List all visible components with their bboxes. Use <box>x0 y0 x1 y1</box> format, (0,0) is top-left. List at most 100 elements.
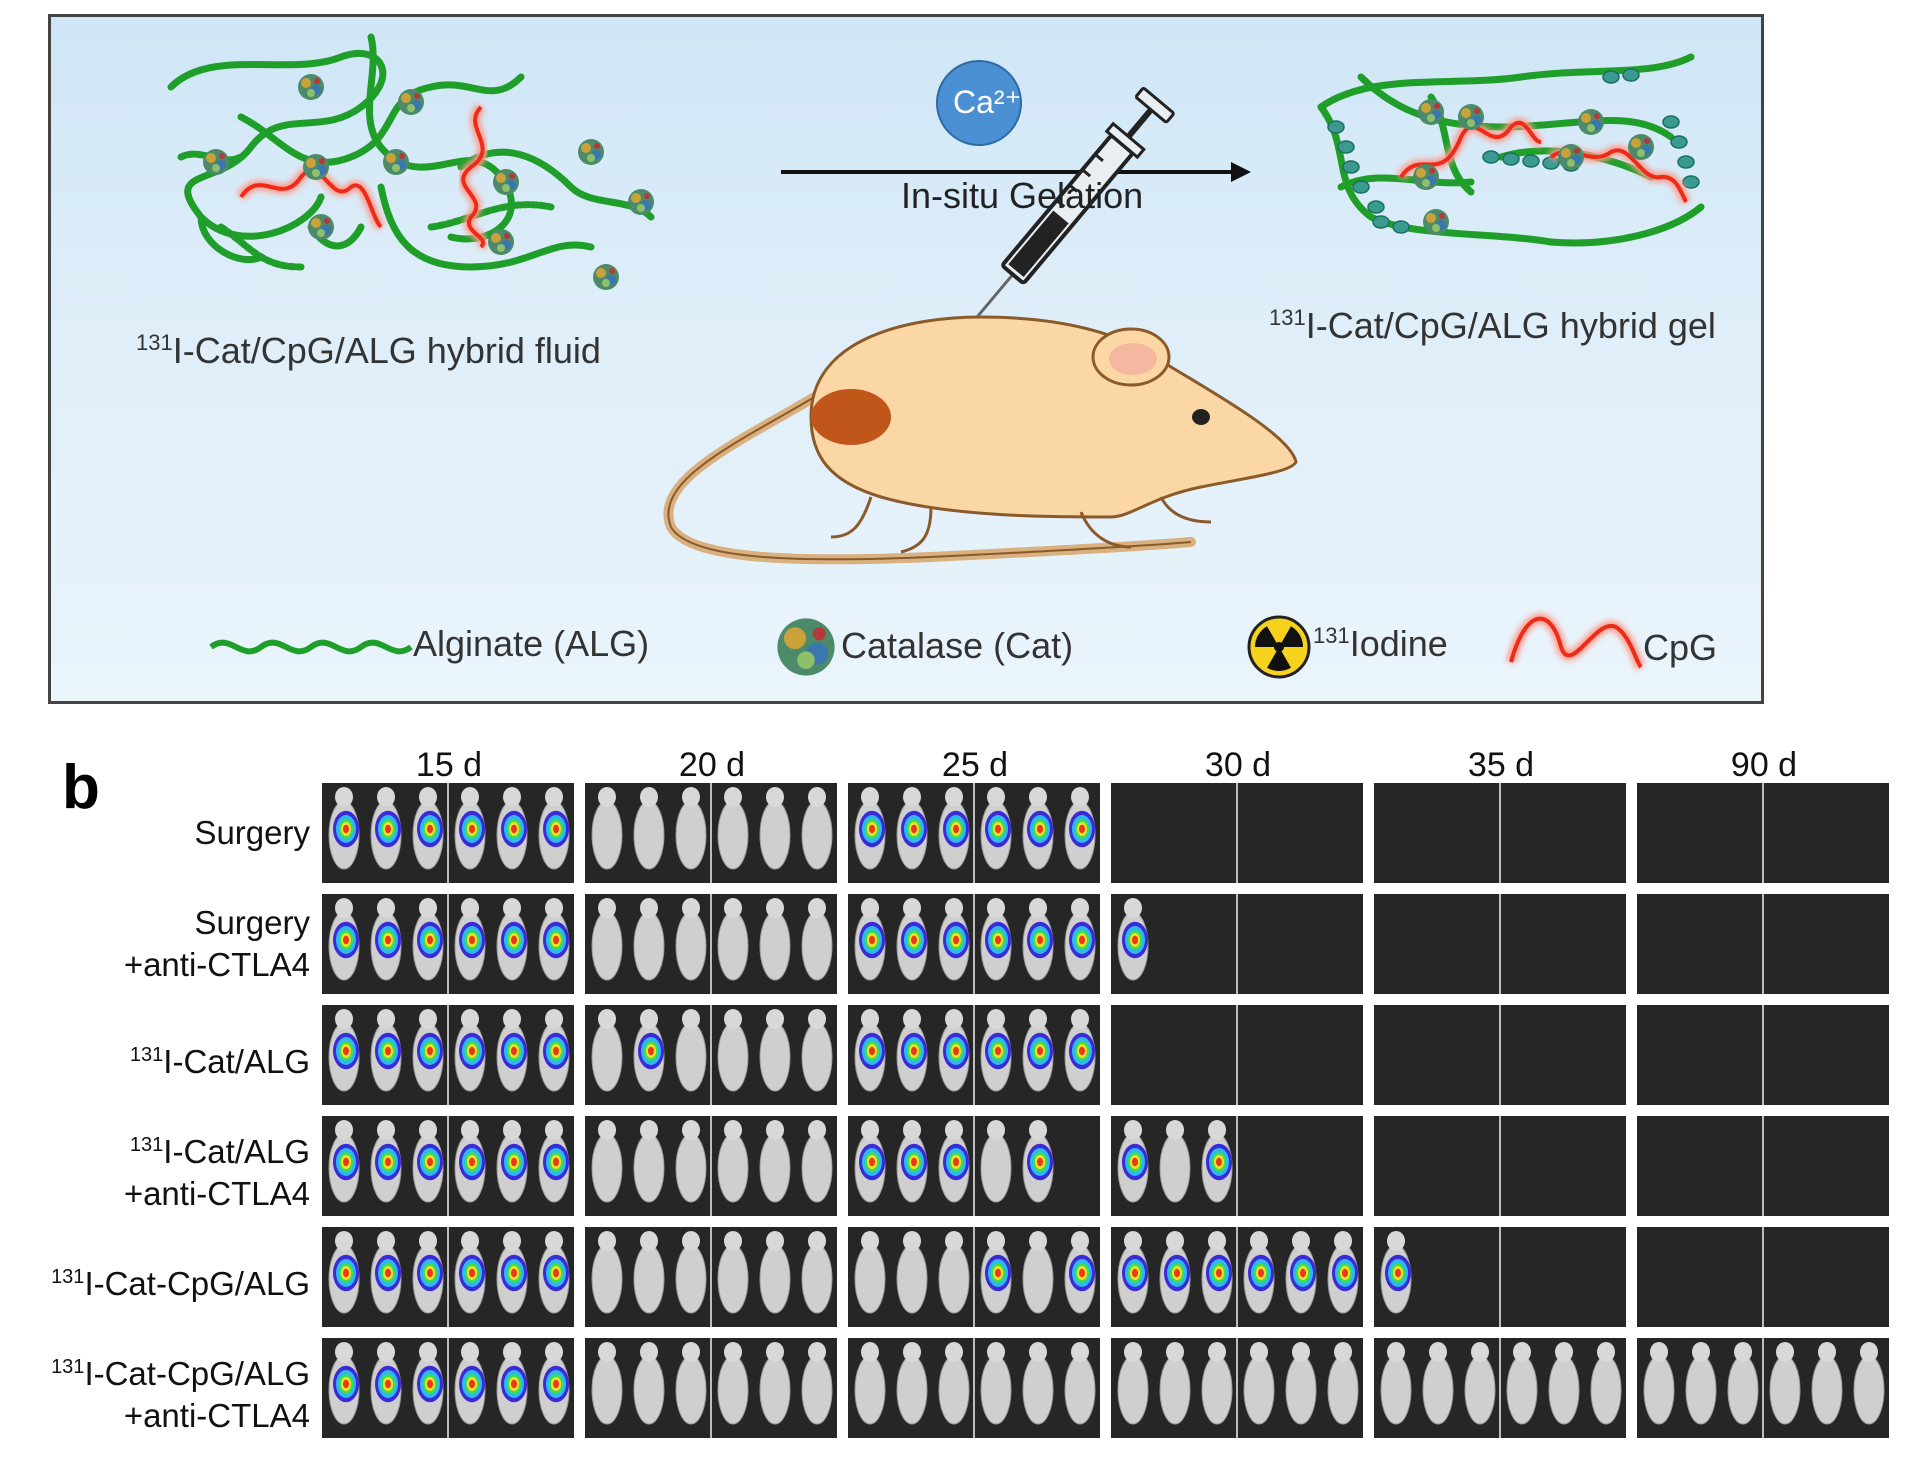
crosslink-beads <box>1327 68 1700 234</box>
mouse-silhouette <box>1022 898 1054 981</box>
group-label: Surgery+anti-CTLA4 <box>123 904 310 983</box>
imaging-cell-svg <box>1762 894 1764 994</box>
radiation-legend-icon <box>1247 615 1311 679</box>
bioluminescence-signal <box>511 935 517 945</box>
imaging-cell <box>1637 894 1889 994</box>
mouse-silhouette <box>496 1231 528 1314</box>
bioluminescence-signal <box>511 824 517 834</box>
mouse-silhouette <box>896 1120 928 1203</box>
mouse-silhouette <box>759 1009 791 1092</box>
mouse-silhouette <box>980 898 1012 981</box>
mouse-silhouette <box>412 1120 444 1203</box>
mouse-silhouette <box>1064 1231 1096 1314</box>
bioluminescence-signal <box>1037 1046 1043 1056</box>
mouse-silhouette <box>454 787 486 870</box>
timepoint-header: 30 d <box>1204 746 1272 784</box>
mouse-silhouette <box>1243 1231 1275 1314</box>
mouse-silhouette <box>854 1231 886 1314</box>
imaging-cell-svg <box>591 894 833 994</box>
mouse-silhouette <box>1064 1342 1096 1425</box>
mouse-silhouette <box>496 898 528 981</box>
timepoint-header: 20 d <box>678 746 746 784</box>
catalase-legend-icon <box>777 618 835 676</box>
group-label: 131I-Cat-CpG/ALG <box>51 1265 310 1302</box>
imaging-cell-svg <box>328 1116 570 1216</box>
mouse-silhouette <box>675 787 707 870</box>
mouse-silhouette <box>1159 1231 1191 1314</box>
imaging-cell <box>322 1227 574 1327</box>
mouse-silhouette <box>370 787 402 870</box>
imaging-cell-svg <box>1380 1227 1501 1327</box>
bioluminescence-signal <box>469 1046 475 1056</box>
imaging-cell-svg <box>1499 894 1501 994</box>
bioluminescence-signal <box>553 1046 559 1056</box>
imaging-cell-svg <box>1236 1005 1238 1105</box>
bioluminescence-signal <box>511 1046 517 1056</box>
mouse-silhouette <box>675 1342 707 1425</box>
imaging-cell-svg <box>328 1005 570 1105</box>
imaging-cell <box>1637 783 1889 883</box>
imaging-cell <box>848 1338 1100 1438</box>
imaging-cell <box>1374 1005 1626 1105</box>
bioluminescence-signal <box>385 824 391 834</box>
mouse-silhouette <box>1201 1342 1233 1425</box>
mouse-silhouette <box>370 1009 402 1092</box>
imaging-cell-svg <box>591 1005 833 1105</box>
mouse-silhouette <box>896 898 928 981</box>
mouse-silhouette <box>591 787 623 870</box>
mouse-silhouette <box>1117 898 1149 981</box>
mouse-silhouette <box>1159 1120 1191 1203</box>
mouse-silhouette <box>1064 787 1096 870</box>
imaging-cell <box>848 783 1100 883</box>
bioluminescence-signal <box>511 1157 517 1167</box>
mouse-silhouette <box>1464 1342 1496 1425</box>
imaging-cell <box>585 894 837 994</box>
group-label: Surgery <box>194 814 310 851</box>
mouse-silhouette <box>854 1009 886 1092</box>
mouse-silhouette <box>591 1009 623 1092</box>
mouse-silhouette <box>675 1120 707 1203</box>
mouse-silhouette <box>538 1120 570 1203</box>
timepoint-header: 25 d <box>941 746 1009 784</box>
legend-cpg-label: CpG <box>1643 627 1718 668</box>
gelation-arrow <box>781 162 1251 182</box>
bioluminescence-signal <box>869 1046 875 1056</box>
mouse-silhouette <box>591 1120 623 1203</box>
bioluminescence-signal <box>427 1046 433 1056</box>
mouse-silhouette <box>759 1231 791 1314</box>
mouse-silhouette <box>980 1231 1012 1314</box>
mouse-silhouette <box>412 1009 444 1092</box>
mouse-silhouette <box>1022 1009 1054 1092</box>
mouse-silhouette <box>1685 1342 1717 1425</box>
mouse-silhouette <box>633 1009 665 1092</box>
imaging-cell-svg <box>328 1338 570 1438</box>
mouse-silhouette <box>717 1009 749 1092</box>
mouse-silhouette <box>370 1120 402 1203</box>
panel-a-schematic: Ca²⁺ In-situ Gelation 131I-Cat/CpG/ALG h… <box>48 14 1764 704</box>
bioluminescence-signal <box>995 824 1001 834</box>
imaging-cell-svg <box>1117 1338 1359 1438</box>
imaging-cell <box>1111 894 1363 994</box>
bioluminescence-signal <box>1079 1268 1085 1278</box>
imaging-cell <box>848 1005 1100 1105</box>
mouse-silhouette <box>854 787 886 870</box>
bioluminescence-signal <box>553 824 559 834</box>
mouse-silhouette <box>980 1009 1012 1092</box>
bioluminescence-signal <box>1132 1157 1138 1167</box>
imaging-cell <box>1374 1227 1626 1327</box>
mouse-silhouette <box>328 787 360 870</box>
mouse-silhouette <box>1643 1342 1675 1425</box>
imaging-cell <box>322 1338 574 1438</box>
bioluminescence-signal <box>553 1379 559 1389</box>
imaging-cell-svg <box>1499 783 1501 883</box>
timepoint-header: 35 d <box>1467 746 1535 784</box>
mouse-silhouette <box>496 787 528 870</box>
mouse-silhouette <box>538 787 570 870</box>
imaging-cell-svg <box>1762 783 1764 883</box>
mouse-silhouette <box>1380 1231 1412 1314</box>
bioluminescence-signal <box>1132 935 1138 945</box>
legend-alginate-label: Alginate (ALG) <box>413 623 650 664</box>
imaging-cell-svg <box>854 783 1096 883</box>
mouse-silhouette <box>591 1231 623 1314</box>
mouse-silhouette <box>454 1009 486 1092</box>
